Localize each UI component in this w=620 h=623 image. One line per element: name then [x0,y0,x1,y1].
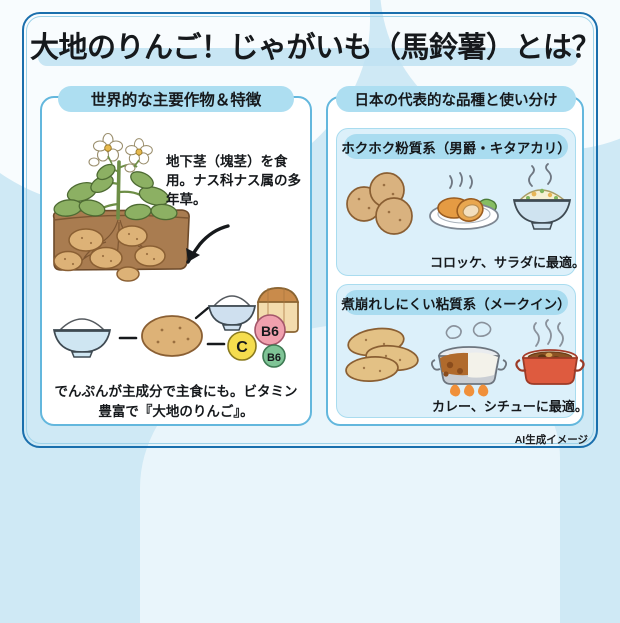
waxy-type-caption: カレー、シチューに最適。 [432,399,588,414]
round-potatoes-illustration [344,172,422,236]
potato-illustration [141,315,203,357]
svg-text:B6: B6 [261,323,279,339]
oval-potatoes-illustration [342,324,426,386]
starch-bowl-illustration [52,318,112,358]
title-area: 大地のりんご！じゃがいも（馬鈴薯）とは？ [30,22,601,74]
inner-frame-line [26,16,594,444]
vitamin-badges: C B6 B6 [227,314,286,368]
waxy-type-header: 煮崩れしにくい粘質系（メークイン） [341,290,571,315]
plant-description-text: 地下茎（塊茎）を食用。ナス科ナス属の多年草。 [166,154,301,208]
curry-pot-illustration [430,321,508,398]
title-highlight-band [38,48,578,66]
svg-text:B6: B6 [267,352,281,364]
rice-bowl-illustration [208,295,256,331]
right-panel-header: 日本の代表的な品種と使い分け [336,86,576,112]
potato-plant-with-tubers-illustration [46,122,196,290]
outer-frame [22,12,598,448]
left-panel-bottom-text: でんぷんが主成分で主食にも。ビタミン豊富で『大地のりんご』。 [54,384,298,419]
credit-label: AI生成イメージ [514,434,588,446]
left-panel-header: 世界的な主要作物＆特徴 [58,86,294,112]
starch-to-staple-diagram: C B6 B6 [50,282,302,380]
potato-salad-bowl-illustration [508,163,578,236]
floury-type-header: ホクホク粉質系（男爵・キタアカリ） [341,134,571,159]
svg-text:C: C [236,339,248,356]
stew-pot-illustration [515,319,586,392]
page-title: 大地のりんご！じゃがいも（馬鈴薯）とは？ [30,32,601,64]
croquette-plate-illustration [426,166,502,236]
flame-icons [450,384,489,397]
floury-type-caption: コロッケ、サラダに最適。 [430,255,585,270]
pointer-arrow-icon [178,222,234,270]
